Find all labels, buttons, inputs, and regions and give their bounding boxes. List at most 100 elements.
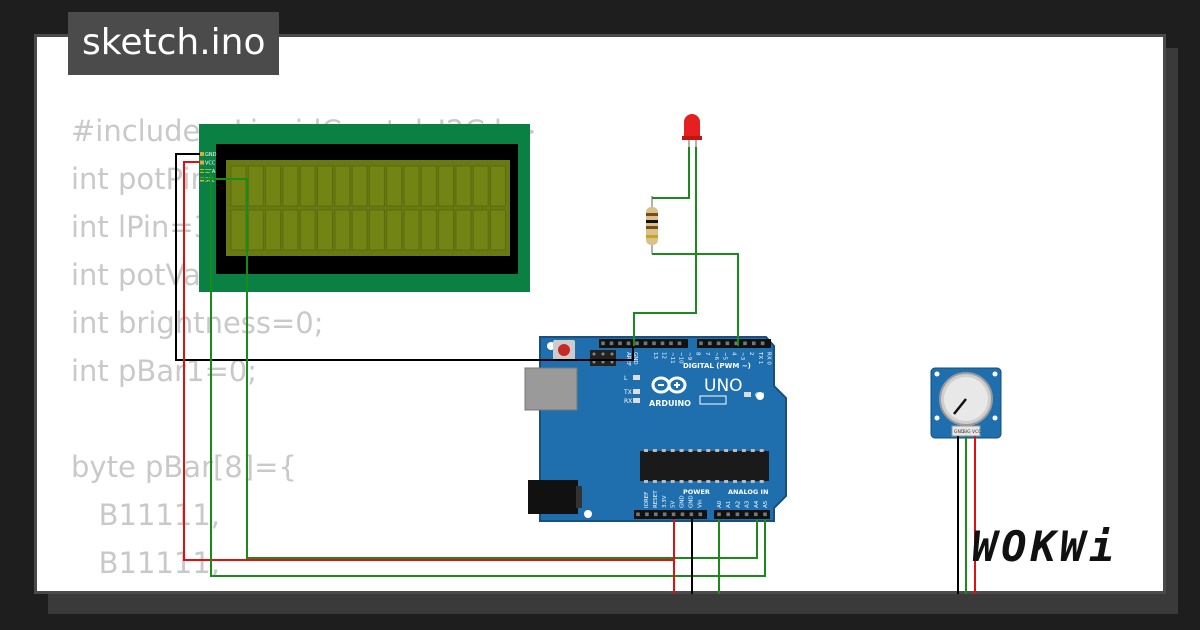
atmega-chip xyxy=(640,451,769,481)
lcd-cell xyxy=(317,165,333,207)
lcd-cell xyxy=(403,209,420,251)
lcd-pin xyxy=(200,152,204,156)
header-pin xyxy=(662,512,667,517)
power-pin-label: Vin xyxy=(697,499,703,508)
digital-pin-label: 8 xyxy=(695,352,701,356)
header-pin xyxy=(763,512,767,517)
analog-pin-label: A2 xyxy=(735,501,741,508)
lcd-cell xyxy=(351,209,368,251)
header-pin xyxy=(601,341,605,346)
wire-led-gnd xyxy=(633,147,697,346)
header-pin xyxy=(754,512,758,517)
on-led-label: ON xyxy=(755,392,764,399)
header-pin xyxy=(635,341,639,346)
header-pin xyxy=(660,341,665,346)
header-pin xyxy=(645,512,649,517)
digital-pin-label: TX 1 xyxy=(757,351,763,364)
lcd-cell xyxy=(299,209,316,251)
digital-header-left xyxy=(599,339,688,348)
lcd-cell xyxy=(247,165,264,207)
power-pin-label: GND xyxy=(689,495,695,508)
lcd-pin-label: GND xyxy=(205,152,217,158)
lcd-cell xyxy=(299,165,316,207)
digital-pin-label: ~5 xyxy=(722,352,728,361)
header-pin xyxy=(652,341,656,346)
lcd-cell xyxy=(334,209,351,251)
lcd-cell xyxy=(317,209,333,251)
lcd-cell xyxy=(368,165,385,207)
analog-pin-label: A0 xyxy=(717,500,723,508)
digital-header-label: DIGITAL (PWM ~) xyxy=(683,362,751,370)
lcd-cell xyxy=(455,165,472,207)
header-pin xyxy=(708,341,712,346)
power-pin-label: 5V xyxy=(671,501,677,508)
lcd-pin-label: VCC xyxy=(205,161,216,167)
lcd-cell xyxy=(368,209,385,251)
wire-lcd-scl xyxy=(200,178,758,559)
lcd-cell xyxy=(282,209,299,251)
power-pin-label: IOREF xyxy=(644,492,650,508)
lcd-cell xyxy=(265,209,282,251)
wokwi-logo: WOKWi xyxy=(972,522,1119,571)
header-pin xyxy=(680,512,685,517)
lcd-cell xyxy=(351,165,368,207)
digital-pin-label: ~3 xyxy=(739,352,745,361)
lcd-cell xyxy=(230,165,247,207)
digital-pin-label: 2 xyxy=(748,352,754,356)
header-pin xyxy=(669,341,673,346)
red-led[interactable] xyxy=(682,114,702,147)
wires xyxy=(175,147,976,594)
power-jack xyxy=(528,480,578,514)
lcd-cell xyxy=(247,209,264,251)
lcd-cell xyxy=(490,165,506,207)
header-pin xyxy=(698,512,703,517)
lcd-pin-label: SCL xyxy=(205,178,215,184)
lcd-cell xyxy=(490,209,506,251)
power-header-label: POWER xyxy=(683,488,710,496)
resistor[interactable] xyxy=(646,196,658,254)
wire-lcd-sda xyxy=(200,170,766,577)
digital-pin-label: 4 xyxy=(730,352,736,356)
digital-pin-label: GND xyxy=(632,352,638,365)
power-pin-label: GND xyxy=(680,495,686,508)
digital-pin-label: ~9 xyxy=(686,352,692,361)
code-line: B11111, xyxy=(71,546,221,580)
digital-pin-label: ~10 xyxy=(678,352,684,364)
lcd-cell xyxy=(472,209,489,251)
header-pin xyxy=(716,341,721,346)
board-led xyxy=(633,375,640,380)
analog-header-label: ANALOG IN xyxy=(728,488,768,496)
header-pin xyxy=(760,341,765,346)
potentiometer-knob-indicator xyxy=(953,398,967,415)
board-led-label: L xyxy=(624,375,628,382)
power-pin-label: RESET xyxy=(653,490,659,508)
header-pin xyxy=(654,512,658,517)
wire-resistor-pin3 xyxy=(652,253,739,346)
digital-pin-label: 12 xyxy=(661,352,667,359)
potentiometer-pin-label: VCC xyxy=(972,429,981,435)
reset-button-cap xyxy=(558,344,570,356)
lcd-cell xyxy=(438,209,455,251)
analog-pin-label: A4 xyxy=(754,500,760,508)
header-pin xyxy=(689,512,694,517)
power-pin-label: 3.3V xyxy=(662,495,668,508)
header-pin xyxy=(609,341,614,346)
header-pin xyxy=(717,512,721,517)
header-pin xyxy=(671,512,676,517)
code-line: int brightness=0; xyxy=(71,306,324,340)
header-pin xyxy=(636,512,640,517)
lcd-cell xyxy=(386,165,403,207)
code-line: int pBar1=0; xyxy=(71,354,257,388)
header-pin xyxy=(752,341,756,346)
potentiometer-pin-label: GND xyxy=(954,429,965,435)
digital-pin-label: 13 xyxy=(652,352,658,359)
potentiometer-pin-label: SIG xyxy=(963,429,971,435)
mount-hole xyxy=(584,510,592,518)
board-led-label: RX xyxy=(624,398,632,405)
usb-port xyxy=(524,367,578,411)
lcd-cell xyxy=(282,165,299,207)
